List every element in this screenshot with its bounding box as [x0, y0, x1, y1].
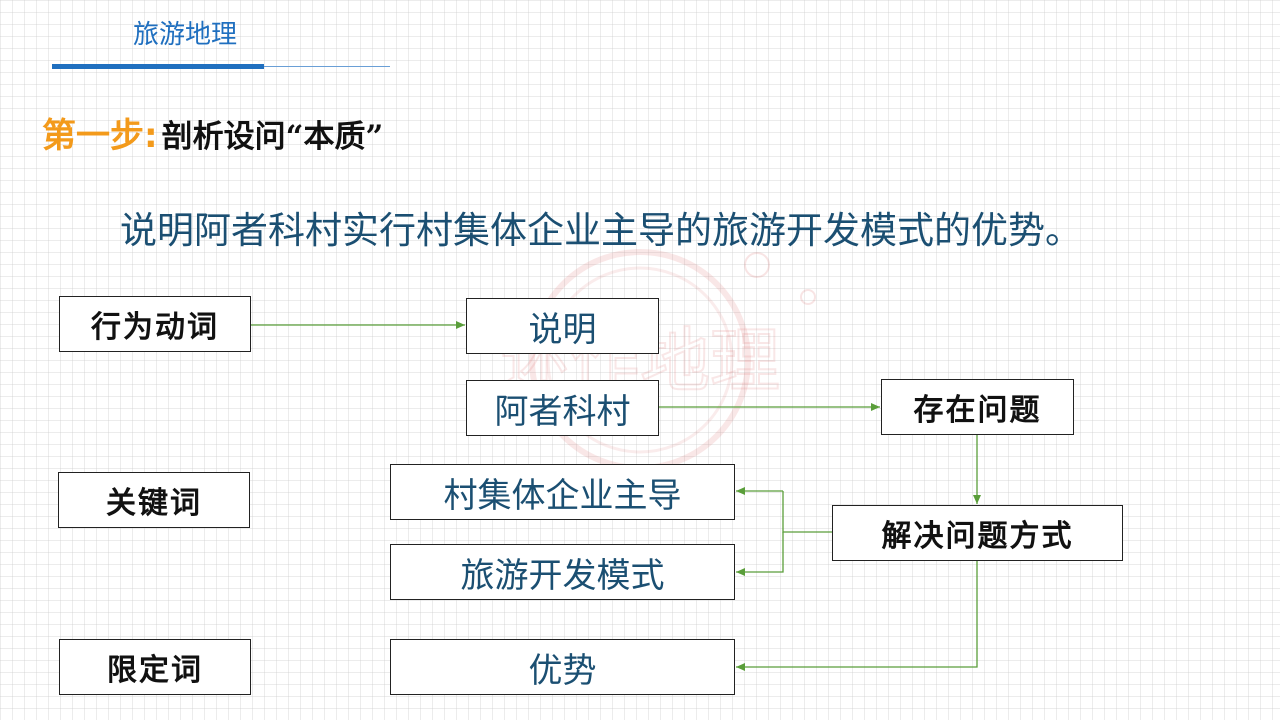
arrow-to-mode — [736, 532, 784, 576]
keyword-mode-box: 旅游开发模式 — [390, 544, 735, 600]
keyword-village-box: 阿者科村 — [466, 380, 659, 436]
analysis-problem-label: 存在问题 — [913, 393, 1042, 428]
header-title: 旅游地理 — [133, 20, 238, 50]
category-qualifier-label: 限定词 — [107, 653, 203, 688]
keyword-explain-box: 说明 — [466, 298, 659, 354]
keyword-advantage-label: 优势 — [528, 650, 597, 691]
header-underline-thick — [52, 64, 264, 69]
keyword-advantage-box: 优势 — [390, 639, 735, 695]
step-text: 剖析设问“本质” — [161, 119, 384, 155]
header-underline-thin — [264, 66, 390, 67]
keyword-mode-label: 旅游开发模式 — [460, 555, 665, 596]
keyword-village-label: 阿者科村 — [494, 391, 631, 432]
category-qualifier-box: 限定词 — [59, 639, 251, 695]
keyword-enterprise-box: 村集体企业主导 — [390, 464, 735, 520]
arrow-solution-branch — [782, 491, 832, 533]
arrow-solution-to-advantage — [736, 561, 978, 671]
step-heading: 第一步 : 剖析设问“本质” — [42, 108, 383, 157]
category-keyword-label: 关键词 — [106, 486, 202, 521]
analysis-solution-label: 解决问题方式 — [881, 519, 1074, 554]
step-colon: : — [144, 116, 158, 156]
question-text: 说明阿者科村实行村集体企业主导的旅游开发模式的优势。 — [120, 209, 1082, 252]
analysis-solution-box: 解决问题方式 — [832, 505, 1123, 561]
keyword-explain-label: 说明 — [528, 309, 597, 350]
keyword-enterprise-label: 村集体企业主导 — [443, 475, 682, 516]
category-verb-box: 行为动词 — [59, 296, 251, 352]
step-label: 第一步 — [42, 116, 144, 156]
category-keyword-box: 关键词 — [58, 472, 250, 528]
category-verb-label: 行为动词 — [91, 310, 219, 345]
analysis-problem-box: 存在问题 — [881, 379, 1074, 435]
